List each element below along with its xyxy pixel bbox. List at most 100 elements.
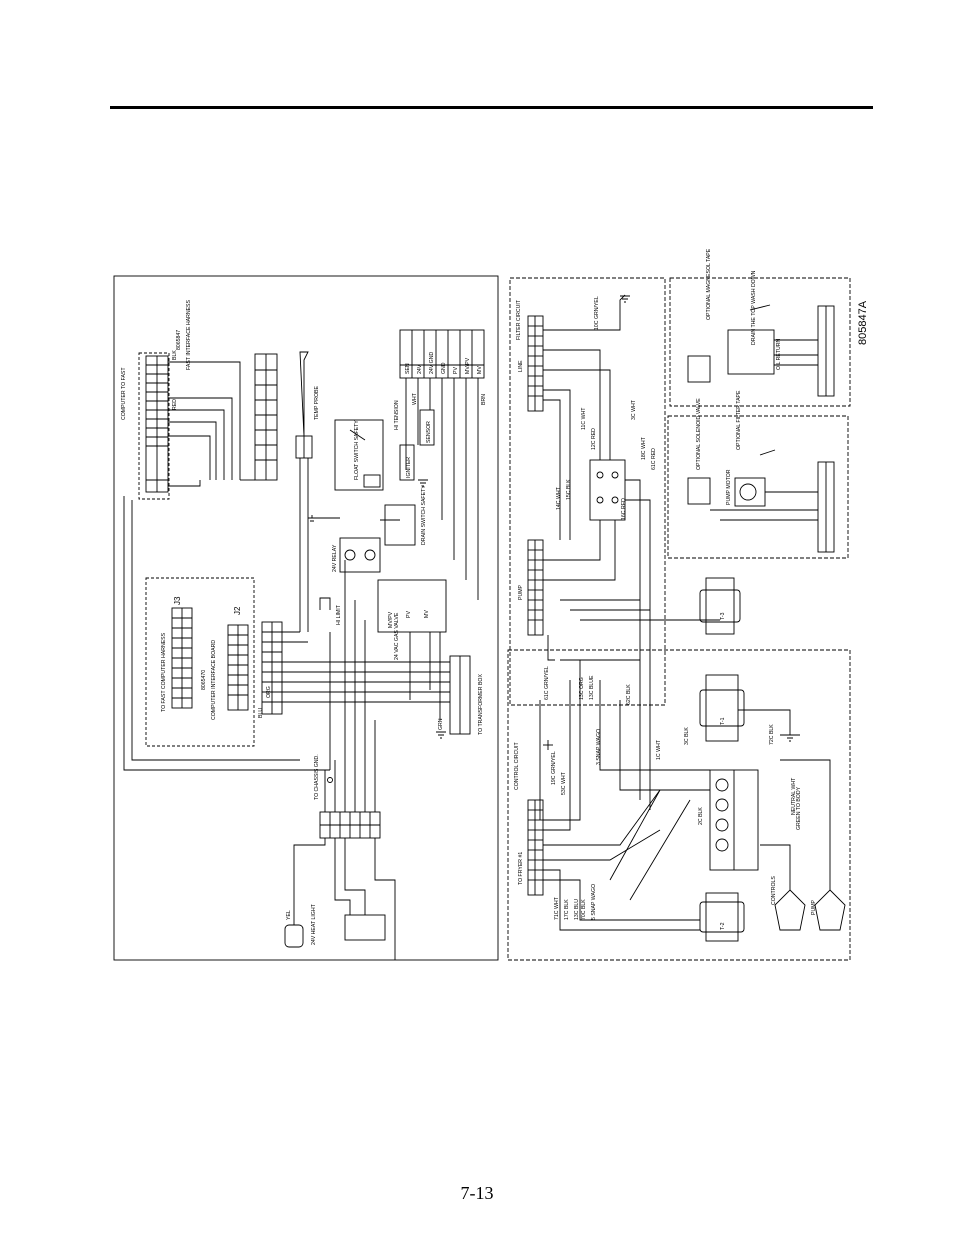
label-drain-mash: DRAIN THE TOP WASH DOWN bbox=[751, 270, 757, 345]
label-sensor: SENSOR bbox=[426, 421, 432, 443]
label-oil-return: OIL RETURN bbox=[776, 339, 782, 370]
label-relay: 24V RELAY bbox=[332, 544, 338, 572]
wire-blu: BLU bbox=[258, 708, 264, 718]
wire-r1: 61C GRN/YEL bbox=[544, 666, 550, 700]
header-rule bbox=[110, 106, 873, 109]
label-igniter: IGNITER bbox=[406, 457, 412, 478]
label-to-fast-harness: TO FAST COMPUTER HARNESS bbox=[161, 632, 167, 712]
line-box bbox=[669, 277, 851, 407]
line-terminal bbox=[527, 315, 544, 412]
wire-r19: 62C BLK bbox=[626, 684, 632, 705]
label-heat-light: 24V HEAT LIGHT bbox=[311, 903, 317, 945]
wire-r4: 2C BLK bbox=[698, 807, 704, 825]
wire-r9: 14C WHT bbox=[556, 486, 562, 510]
wire-r2: 19C GRN/YEL bbox=[551, 751, 557, 785]
label-valve-term-2: MV bbox=[424, 610, 430, 618]
label-computer-to-fast: COMPUTER TO FAST bbox=[121, 367, 127, 420]
wire-r0: 10C GRN/YEL bbox=[594, 296, 600, 330]
wire-r3: 1C WHT bbox=[656, 739, 662, 760]
label-optional-mag: OPTIONAL MAGNESOL TAPE bbox=[706, 248, 712, 320]
wire-r6: 11C WHT bbox=[581, 407, 587, 430]
transformer-t4 bbox=[705, 577, 735, 635]
wire-blk: BLK bbox=[172, 350, 178, 360]
pump-motor bbox=[739, 483, 757, 501]
label-hi-limit: HI LIMIT bbox=[336, 604, 342, 625]
interface-board bbox=[145, 577, 255, 747]
label-pump-motor: PUMP MOTOR bbox=[726, 469, 732, 505]
label-valve-term-0: MV/PV bbox=[388, 611, 394, 628]
wire-r8: 13C BLU bbox=[574, 899, 580, 920]
pump-plug bbox=[814, 889, 846, 931]
label-neutral: NEUTRAL WHT bbox=[791, 777, 797, 815]
label-snap-wago-5: 5 SNAP WAGO bbox=[591, 884, 597, 920]
transformer-t1-bottom bbox=[705, 892, 739, 942]
filter-switch-block bbox=[589, 459, 626, 521]
wire-r14: 61C RED bbox=[651, 448, 657, 470]
label-to-transformer-box: TO TRANSFORMER BOX bbox=[478, 674, 484, 735]
left-panel-border bbox=[113, 275, 499, 961]
wire-r18: 53C WHT bbox=[561, 771, 567, 795]
heat-light bbox=[284, 924, 304, 948]
label-t3: T-3 bbox=[720, 612, 726, 620]
wire-r22: 72C BLK bbox=[769, 724, 775, 745]
wire-r21: 71C WHT bbox=[554, 896, 560, 920]
label-gas-term-5: MV/PV bbox=[465, 357, 471, 374]
control-circuit-box bbox=[507, 649, 851, 961]
filter-circuit-box bbox=[509, 277, 666, 706]
page-number: 7-13 bbox=[460, 1183, 494, 1203]
label-snap-wago-3: 3 SNAP WAGO bbox=[596, 729, 602, 765]
label-gas-term-6: MV bbox=[477, 366, 483, 374]
label-gas-term-3: GND bbox=[441, 362, 447, 374]
wire-red: RED bbox=[172, 399, 178, 410]
wire-wht: WHT bbox=[412, 392, 418, 405]
drawing-number: 805847A bbox=[857, 300, 869, 345]
label-filter-circuit: FILTER CIRCUIT bbox=[516, 299, 522, 340]
wire-org: ORG bbox=[266, 686, 272, 698]
label-gas-term-0: SEN bbox=[405, 363, 411, 374]
label-t2: T-2 bbox=[720, 922, 726, 930]
drain-switch-box bbox=[384, 504, 416, 546]
transformer-t1-top bbox=[705, 674, 739, 742]
label-to-fryer: TO FRYER #1 bbox=[518, 852, 524, 885]
label-to-chassis-gnd: TO CHASSIS GND. bbox=[314, 754, 320, 800]
fryer-terminal bbox=[527, 799, 544, 896]
label-interface-board: COMPUTER INTERFACE BOARD bbox=[211, 640, 217, 720]
wire-r7: 12C RED bbox=[591, 428, 597, 450]
label-harness: FAST INTERFACE HARNESS bbox=[186, 300, 192, 370]
wire-r13: 18C WHT bbox=[641, 436, 647, 460]
computer-connector-block bbox=[138, 352, 170, 500]
label-harness-part: 8065847 bbox=[176, 330, 182, 350]
label-controls: CONTROLS bbox=[771, 876, 777, 905]
gas-valve-box bbox=[377, 579, 447, 633]
label-optional-solenoid: OPTIONAL SOLENOID VALVE bbox=[696, 398, 702, 470]
wire-r12: 17C BLK bbox=[564, 899, 570, 920]
wire-r10: 15C BLK bbox=[566, 479, 572, 500]
label-j2: J2 bbox=[233, 606, 242, 615]
sensor-box bbox=[419, 409, 435, 446]
relay-box bbox=[339, 537, 381, 573]
wire-r20: 70C BLK bbox=[581, 899, 587, 920]
label-j3: J3 bbox=[173, 596, 182, 605]
label-optional-filter: OPTIONAL FILTER TAPE bbox=[736, 390, 742, 450]
controls-plug bbox=[774, 889, 806, 931]
label-gas-valve: 24 VAC GAS VALVE bbox=[394, 612, 400, 660]
wire-r16: 13C ORG bbox=[579, 677, 585, 700]
label-control-circuit: CONTROL CIRCUIT bbox=[514, 742, 520, 790]
label-board-part: 8065470 bbox=[201, 670, 207, 690]
label-float-switch: FLOAT SWITCH SAFETY bbox=[354, 420, 360, 480]
label-pump: PUMP bbox=[518, 584, 524, 600]
wire-grn: GRN bbox=[438, 718, 444, 730]
pump-terminal bbox=[527, 539, 544, 636]
label-line: LINE bbox=[518, 360, 524, 372]
label-drain-switch: DRAIN SWITCH SAFETY bbox=[421, 485, 427, 545]
wire-r5: 3C BLK bbox=[684, 727, 690, 745]
label-pump-cord: PUMP bbox=[811, 899, 817, 915]
label-gas-term-1: 24V bbox=[417, 364, 423, 374]
label-gas-term-4: PV bbox=[453, 367, 459, 374]
wire-yel: YEL bbox=[286, 910, 292, 920]
label-t1-top: T-1 bbox=[720, 717, 726, 725]
float-switch-box bbox=[334, 419, 384, 491]
wire-r15: 3C WHT bbox=[631, 399, 637, 420]
label-temp-probe: TEMP PROBE bbox=[314, 386, 320, 420]
